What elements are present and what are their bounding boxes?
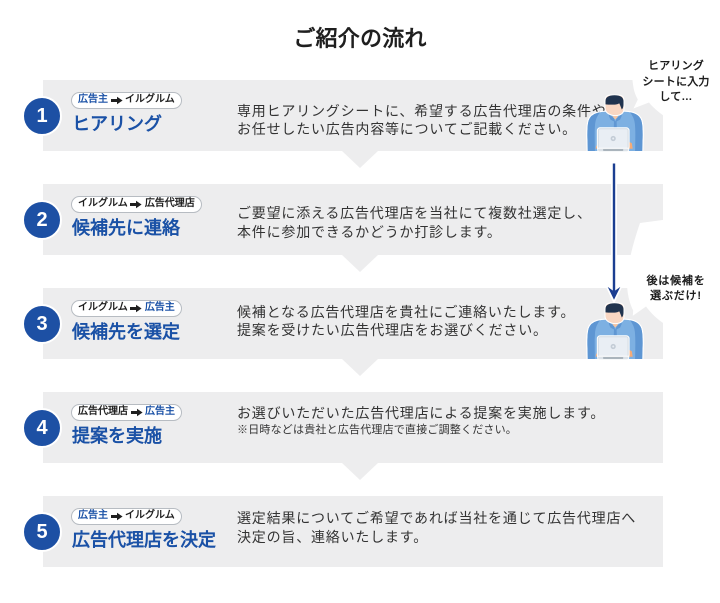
description-line: 決定の旨、連絡いたします。 [237, 528, 428, 545]
badge-to-label: イルグルム [125, 94, 175, 106]
speech-bubble-1 [632, 10, 702, 122]
speech-bubble-2 [626, 215, 712, 332]
step-row-5: 5 広告主 イルグルム 広告代理店を決定 選定結果についてご希望であれば当社を通… [0, 496, 720, 567]
step-number-badge: 3 [22, 304, 62, 344]
step-description: 選定結果についてご希望であれば当社を通じて広告代理店へ 決定の旨、連絡いたします… [237, 496, 636, 567]
speech-line: ヒアリング [648, 60, 704, 72]
badge-to-label: 広告主 [144, 302, 175, 314]
step-bar [43, 392, 663, 463]
badge-to-label: 広告代理店 [144, 198, 195, 210]
step-row-3: 3 イルグルム 広告主 候補先を選定 候補となる広告代理店を貴社にご連絡いたしま… [0, 288, 720, 376]
step-title: ヒアリング [72, 114, 162, 134]
actor-direction-badge: イルグルム 広告主 [71, 300, 182, 317]
speech-bubble-2-text: 後は候補を 選ぶだけ! [628, 274, 720, 304]
step-row-4: 4 広告代理店 広告主 提案を実施 お選びいただいた広告代理店による提案を実施し… [0, 392, 720, 480]
person-at-laptop-illustration [583, 299, 647, 361]
step-description: ご要望に添える広告代理店を当社にて複数社選定し、 本件に参加できるかどうか打診し… [237, 184, 592, 255]
actor-direction-badge: イルグルム 広告代理店 [71, 196, 202, 213]
description-line: 選定結果についてご希望であれば当社を通じて広告代理店へ [237, 510, 637, 526]
step-bar [43, 80, 663, 151]
step-description: 専用ヒアリングシートに、希望する広告代理店の条件や お任せしたい広告内容等につい… [237, 80, 607, 151]
badge-from-label: 広告主 [78, 94, 108, 106]
description-line: 提案を受けたい広告代理店をお選びください。 [237, 322, 548, 338]
right-arrow-icon [110, 512, 123, 521]
step-number-badge: 4 [22, 408, 62, 448]
step-title: 候補先を選定 [72, 322, 180, 342]
step-title: 候補先に連絡 [72, 218, 180, 238]
description-line: 本件に参加できるかどうか打診します。 [237, 223, 502, 240]
actor-direction-badge: 広告代理店 広告主 [71, 404, 182, 421]
description-line: 専用ヒアリングシートに、希望する広告代理店の条件や [237, 102, 607, 119]
right-arrow-icon [130, 304, 142, 313]
badge-from-label: 広告主 [78, 510, 108, 522]
actor-direction-badge: 広告主 イルグルム [71, 92, 182, 109]
speech-line: 選ぶだけ! [650, 290, 702, 302]
speech-line: して… [659, 91, 693, 104]
badge-to-label: イルグルム [125, 510, 175, 522]
speech-line: シートに入力 [642, 75, 710, 88]
step-bar [43, 496, 663, 567]
description-line: 候補となる広告代理店を貴社にご連絡いたします。 [237, 303, 576, 320]
description-line: お選びいただいた広告代理店による提案を実施します。 [237, 404, 606, 421]
step-description: お選びいただいた広告代理店による提案を実施します。 ※日時などは貴社と広告代理店… [237, 392, 605, 463]
speech-line: 後は候補を [646, 275, 706, 287]
step-number-badge: 1 [22, 96, 62, 136]
page-title: ご紹介の流れ [293, 25, 427, 51]
badge-from-label: イルグルム [78, 302, 128, 314]
step-bar [43, 288, 663, 359]
description-line: お任せしたい広告内容等についてご記載ください。 [237, 121, 577, 137]
description-line: ご要望に添える広告代理店を当社にて複数社選定し、 [237, 205, 592, 221]
step-number-badge: 2 [22, 200, 62, 240]
connector-arrow [603, 163, 625, 305]
step-description: 候補となる広告代理店を貴社にご連絡いたします。 提案を受けたい広告代理店をお選び… [237, 288, 575, 359]
step-row-1: 1 広告主 イルグルム ヒアリング 専用ヒアリングシートに、希望する広告代理店の… [0, 80, 720, 168]
badge-to-label: 広告主 [145, 406, 175, 418]
speech-bubble-1-text: ヒアリング シートに入力 して… [628, 59, 720, 106]
right-arrow-icon [110, 96, 123, 105]
step-bar [43, 184, 663, 255]
step-title: 広告代理店を決定 [72, 530, 216, 550]
badge-from-label: 広告代理店 [78, 406, 128, 418]
right-arrow-icon [130, 200, 142, 209]
right-arrow-icon [130, 408, 143, 417]
step-row-2: 2 イルグルム 広告代理店 候補先に連絡 ご要望に添える広告代理店を当社にて複数… [0, 184, 720, 272]
description-note-line: ※日時などは貴社と広告代理店で直接ご調整ください。 [237, 424, 517, 437]
actor-direction-badge: 広告主 イルグルム [71, 508, 182, 525]
step-number-badge: 5 [22, 512, 62, 552]
step-title: 提案を実施 [72, 426, 162, 446]
badge-from-label: イルグルム [78, 198, 128, 210]
